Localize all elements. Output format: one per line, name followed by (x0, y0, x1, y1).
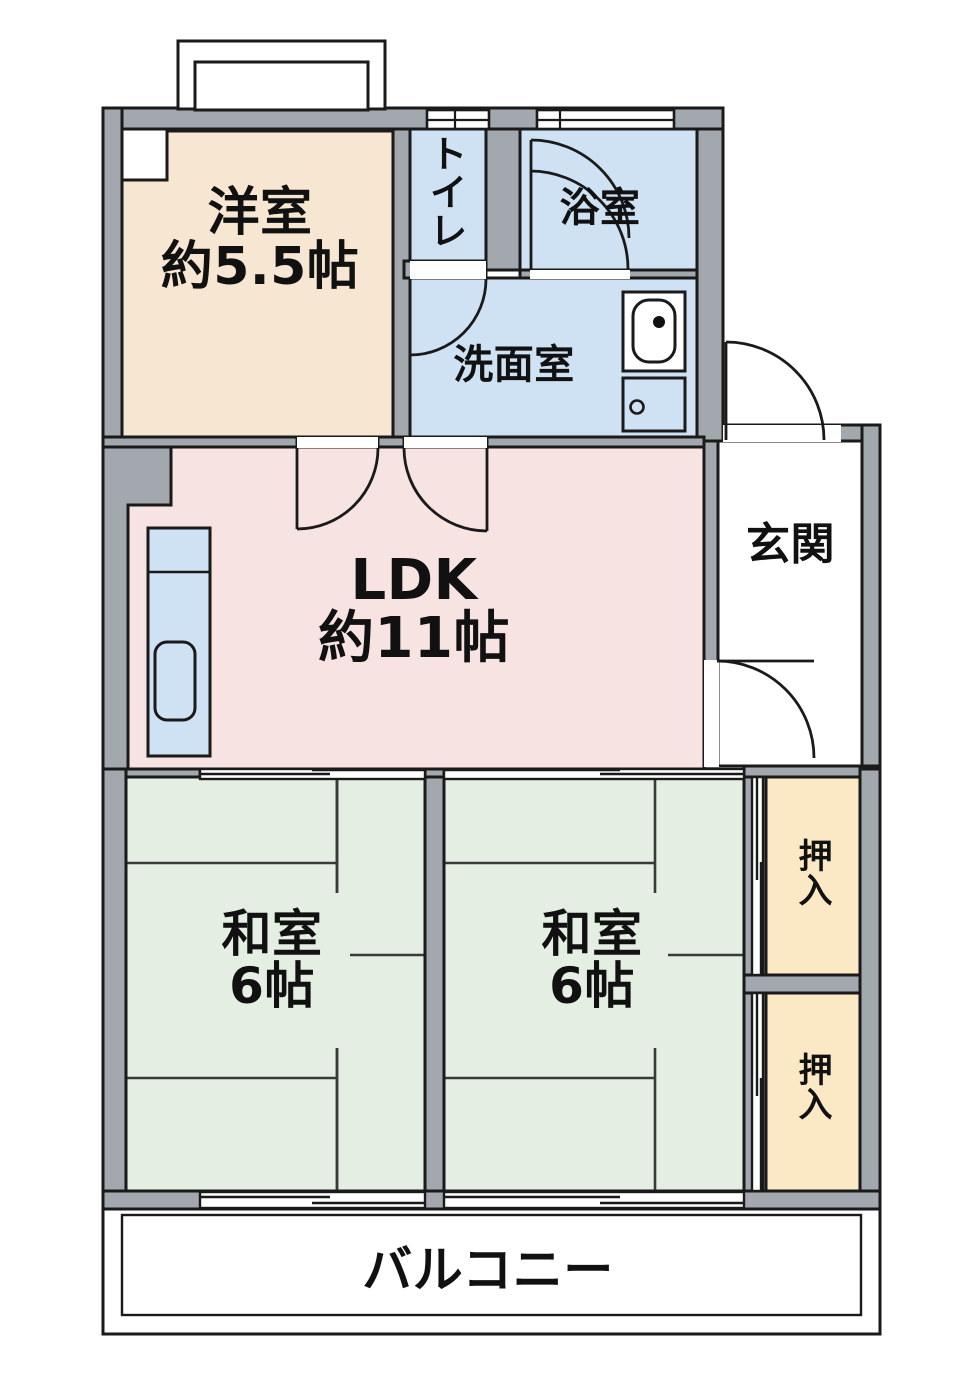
room-label-ldk-name: LDK (350, 548, 478, 613)
entrance-door-arc (725, 340, 826, 441)
washroom-fixtures (621, 290, 687, 433)
washing-machine-pan (621, 376, 687, 433)
opening-bath-door (530, 270, 630, 279)
wall-left-tatami (101, 767, 128, 1207)
room-label-entrance-name: 玄関 (746, 519, 835, 570)
kitchen-counter (146, 526, 212, 758)
room-label-tatami-left-size: 6帖 (229, 957, 315, 1015)
kitchen-sink (153, 640, 197, 722)
room-label-washroom-name: 洗面室 (453, 342, 575, 388)
vanity-basin-bowl (631, 298, 677, 364)
vanity-drain-icon (653, 316, 665, 328)
room-label-ldk-size: 約11帖 (318, 606, 510, 672)
room-label-tatami-right-size: 6帖 (549, 957, 635, 1015)
room-label-bedroom-size: 約5.5帖 (160, 237, 360, 298)
washroom-door-arc (402, 447, 488, 533)
opening-washroom-door (404, 437, 487, 448)
tatami-mat-lines (126, 777, 744, 1191)
room-label-closet-upper: 押入 (792, 838, 832, 907)
balcony-outline (101, 1207, 882, 1336)
room-label-bathroom-name: 浴室 (559, 185, 641, 231)
bay-window-inner (193, 60, 370, 112)
room-label-closet-lower: 押入 (792, 1052, 832, 1121)
wall-wet-right (695, 127, 725, 443)
balcony-window-left (198, 1190, 427, 1210)
room-label-balcony-name: バルコニー (362, 1241, 614, 1299)
wall-right-tatami (858, 767, 882, 1207)
entrance-inner-door-arc (716, 659, 816, 759)
room-label-bedroom-name: 洋室 (207, 183, 313, 243)
bath-door-arc2 (530, 138, 631, 239)
wall-entrance-right (860, 423, 882, 771)
toilet-door-arc (409, 278, 488, 357)
room-label-closet-upper-name: 押入 (792, 838, 832, 907)
room-label-tatami-left-name: 和室 (221, 905, 323, 963)
room-label-ldk: LDK 約11帖 (274, 548, 554, 672)
room-label-toilet: トイレ (423, 134, 467, 250)
room-label-washroom: 洗面室 (424, 342, 604, 388)
room-label-entrance: 玄関 (723, 522, 858, 568)
top-windows (425, 108, 676, 131)
door-swings (295, 138, 826, 759)
washer-drain-icon (629, 399, 645, 415)
opening-entrance-inner-door (704, 660, 719, 767)
room-label-closet-lower-name: 押入 (792, 1052, 832, 1121)
bedroom-door-arc (296, 447, 380, 531)
room-label-toilet-name: トイレ (423, 134, 467, 250)
room-label-tatami-left: 和室 6帖 (132, 908, 412, 1012)
room-label-bathroom: 浴室 (540, 185, 660, 231)
room-fill-entrance (716, 439, 864, 768)
wall-toilet-bath (484, 127, 522, 272)
room-label-tatami-right: 和室 6帖 (452, 908, 732, 1012)
wall-tatami-center (423, 775, 446, 1207)
balcony-inner (120, 1213, 863, 1317)
room-label-balcony: バルコニー (303, 1244, 673, 1296)
room-label-bedroom: 洋室 約5.5帖 (120, 186, 400, 294)
opening-toilet-door (410, 261, 486, 279)
wall-openings (297, 261, 841, 767)
wall-washroom-bottom (485, 435, 706, 449)
room-label-tatami-right-name: 和室 (541, 905, 643, 963)
bay-window (176, 39, 387, 112)
balcony-window-right (442, 1190, 746, 1210)
opening-entrance-door (723, 425, 841, 442)
opening-bedroom-door (297, 437, 378, 448)
bath-door-arc (529, 169, 630, 270)
